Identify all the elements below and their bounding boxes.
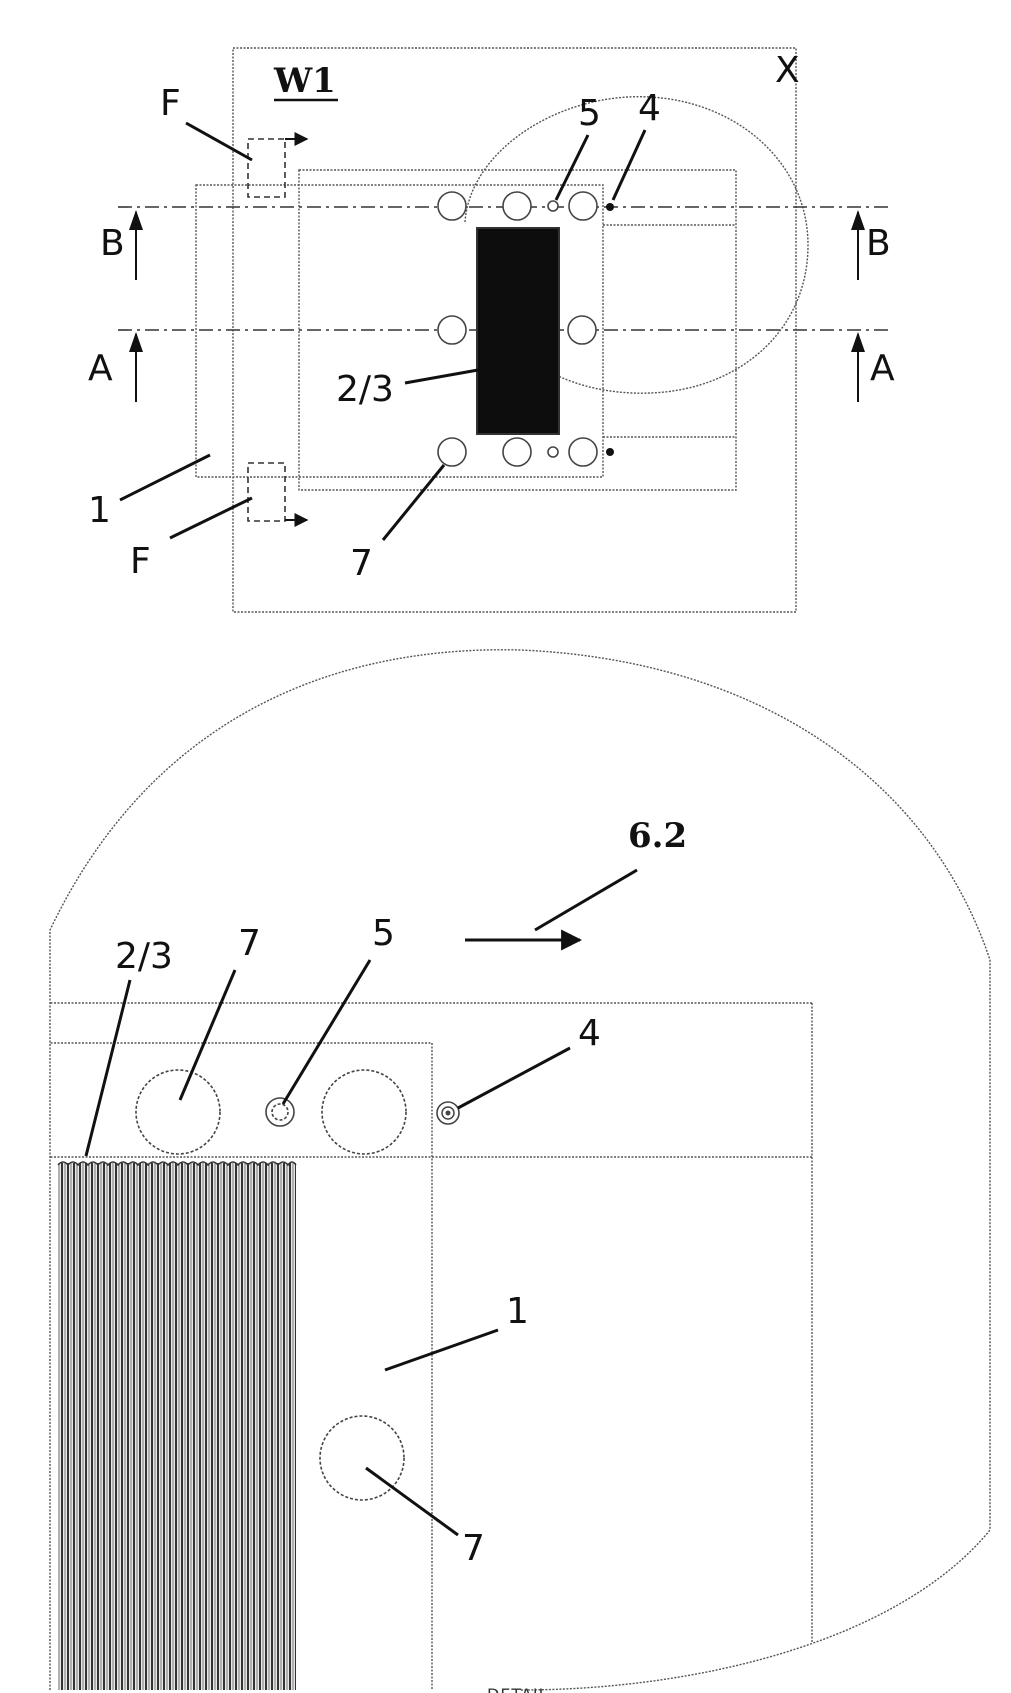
detail-leader-7-top — [180, 970, 235, 1100]
label-4: 4 — [638, 88, 661, 129]
leader-4 — [613, 130, 645, 200]
overview-view: W1 X B B A — [88, 48, 895, 612]
leader-f-top — [186, 123, 252, 160]
f-box-top — [248, 139, 285, 197]
detail-label-2-3: 2/3 — [115, 936, 173, 977]
section-arrow-a-right — [851, 332, 865, 402]
detail-leader-7-bottom — [366, 1468, 458, 1535]
port-circle — [438, 316, 466, 344]
detail-port-7-top — [136, 1070, 220, 1154]
port-circle — [503, 438, 531, 466]
port-circle — [569, 438, 597, 466]
leader-6-2 — [535, 870, 637, 930]
port-circle — [503, 192, 531, 220]
section-arrow-b-left — [129, 210, 143, 280]
port-small-5 — [548, 201, 558, 211]
detail-label-7-top: 7 — [238, 923, 261, 964]
label-1: 1 — [88, 490, 111, 531]
leader-5 — [556, 135, 588, 200]
detail-label-1: 1 — [506, 1291, 529, 1332]
leader-7 — [383, 465, 444, 540]
leader-f-bottom — [170, 498, 252, 538]
label-f-top: F — [160, 83, 181, 124]
detail-view: 6.2 2/3 7 5 4 1 7 DETAIL — [40, 650, 990, 1693]
bottom-dot — [606, 448, 614, 456]
label-f-bottom: F — [130, 541, 151, 582]
port-circle — [438, 192, 466, 220]
detail-port-large — [322, 1070, 406, 1154]
port-circle — [568, 316, 596, 344]
section-arrow-b-right — [851, 210, 865, 280]
detail-heat-exchanger-block — [58, 1163, 296, 1693]
port-circle — [569, 192, 597, 220]
detail-leader-2-3 — [86, 980, 130, 1156]
section-label-b-right: B — [866, 223, 891, 264]
detail-part-4-inner — [446, 1111, 451, 1116]
f-box-bottom — [248, 463, 285, 521]
section-arrow-a-left — [129, 332, 143, 402]
detail-caption: DETAIL — [487, 1685, 549, 1693]
label-5: 5 — [578, 93, 601, 134]
detail-label-4: 4 — [578, 1013, 601, 1054]
section-label-b-left: B — [100, 223, 125, 264]
section-label-a-left: A — [88, 348, 113, 389]
port-circle-7 — [438, 438, 466, 466]
label-flow-6-2: 6.2 — [628, 816, 687, 856]
overview-title: W1 — [273, 61, 336, 101]
port-small — [548, 447, 558, 457]
label-2-3: 2/3 — [336, 369, 394, 410]
detail-leader-4 — [458, 1048, 570, 1108]
detail-port-5-inner — [272, 1104, 288, 1120]
detail-leader-1 — [385, 1330, 498, 1370]
detail-label-5: 5 — [372, 913, 395, 954]
label-7: 7 — [350, 543, 373, 584]
detail-label-7-bottom: 7 — [462, 1528, 485, 1569]
heat-exchanger-block — [477, 228, 559, 434]
leader-1 — [120, 455, 210, 500]
leader-2-3 — [405, 370, 478, 383]
corner-label: X — [775, 50, 800, 91]
part-4-dot — [606, 203, 614, 211]
section-label-a-right: A — [870, 348, 895, 389]
